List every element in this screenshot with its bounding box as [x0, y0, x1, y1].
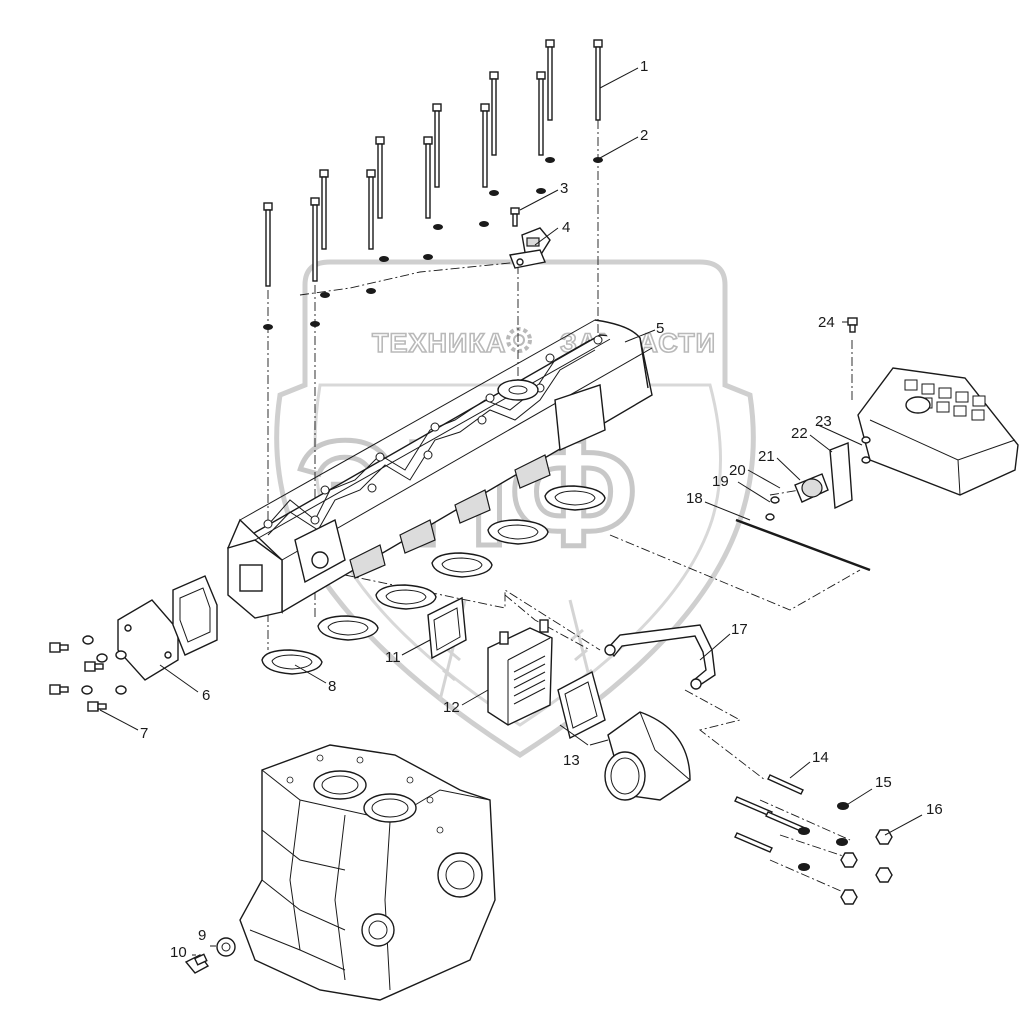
intake-manifold [226, 319, 653, 619]
heater-gasket [427, 596, 467, 660]
bolt [593, 39, 603, 121]
bolt [545, 39, 555, 121]
bolt [366, 169, 376, 250]
intake-heater [487, 619, 553, 726]
elbow-pipe [604, 711, 691, 801]
sensor-21 [794, 473, 829, 503]
long-bolts [263, 39, 603, 287]
callout-9: 9 [198, 927, 206, 944]
callout-11: 11 [385, 649, 401, 666]
callout-18: 18 [686, 490, 703, 507]
bolt [489, 71, 499, 156]
sensor [509, 227, 551, 269]
callout-20: 20 [729, 462, 746, 479]
callout-3: 3 [560, 180, 568, 197]
washers [263, 157, 603, 330]
leader-lines [99, 67, 923, 956]
bolt [536, 71, 546, 156]
nuts-16 [840, 829, 893, 905]
bolt [480, 103, 490, 188]
washers-15 [798, 802, 849, 871]
callout-15: 15 [875, 774, 892, 791]
bolt [319, 169, 329, 250]
callout-16: 16 [926, 801, 943, 818]
small-screw-24 [847, 317, 858, 333]
bracket-22 [829, 442, 853, 510]
watermark-left-text: ТЕХНИКА [372, 328, 506, 358]
callout-10: 10 [170, 944, 187, 961]
bolt [375, 136, 385, 219]
bolt [263, 202, 273, 287]
callout-22: 22 [791, 425, 808, 442]
callout-19: 19 [712, 473, 729, 490]
callout-5: 5 [656, 320, 664, 337]
end-cover [117, 575, 218, 681]
gear-icon [506, 327, 532, 353]
callout-6: 6 [202, 687, 210, 704]
bolt [423, 136, 433, 219]
callout-14: 14 [812, 749, 829, 766]
rod-18 [735, 518, 871, 572]
callout-2: 2 [640, 127, 648, 144]
callout-1: 1 [640, 58, 648, 75]
small-parts-19-20 [765, 436, 871, 521]
rocker-cover [857, 367, 1019, 496]
callout-21: 21 [758, 448, 775, 465]
callout-23: 23 [815, 413, 832, 430]
callout-12: 12 [443, 699, 460, 716]
bolt [310, 197, 320, 282]
elbow-gasket [557, 670, 606, 740]
bolt [432, 103, 442, 188]
callout-24: 24 [818, 314, 835, 331]
studs [734, 774, 806, 853]
cover-bolts [49, 635, 127, 712]
callout-7: 7 [140, 725, 148, 742]
callout-4: 4 [562, 219, 570, 236]
manifold-gaskets [261, 485, 606, 675]
callout-17: 17 [731, 621, 748, 638]
drain-plug [184, 937, 236, 974]
return-pipe [604, 624, 716, 690]
callout-8: 8 [328, 678, 336, 695]
callout-labels: 1 2 3 4 5 6 7 8 9 10 11 12 13 14 15 16 1… [140, 58, 943, 961]
small-bolt [510, 207, 520, 227]
engine-block [239, 744, 496, 1001]
callout-13: 13 [563, 752, 580, 769]
